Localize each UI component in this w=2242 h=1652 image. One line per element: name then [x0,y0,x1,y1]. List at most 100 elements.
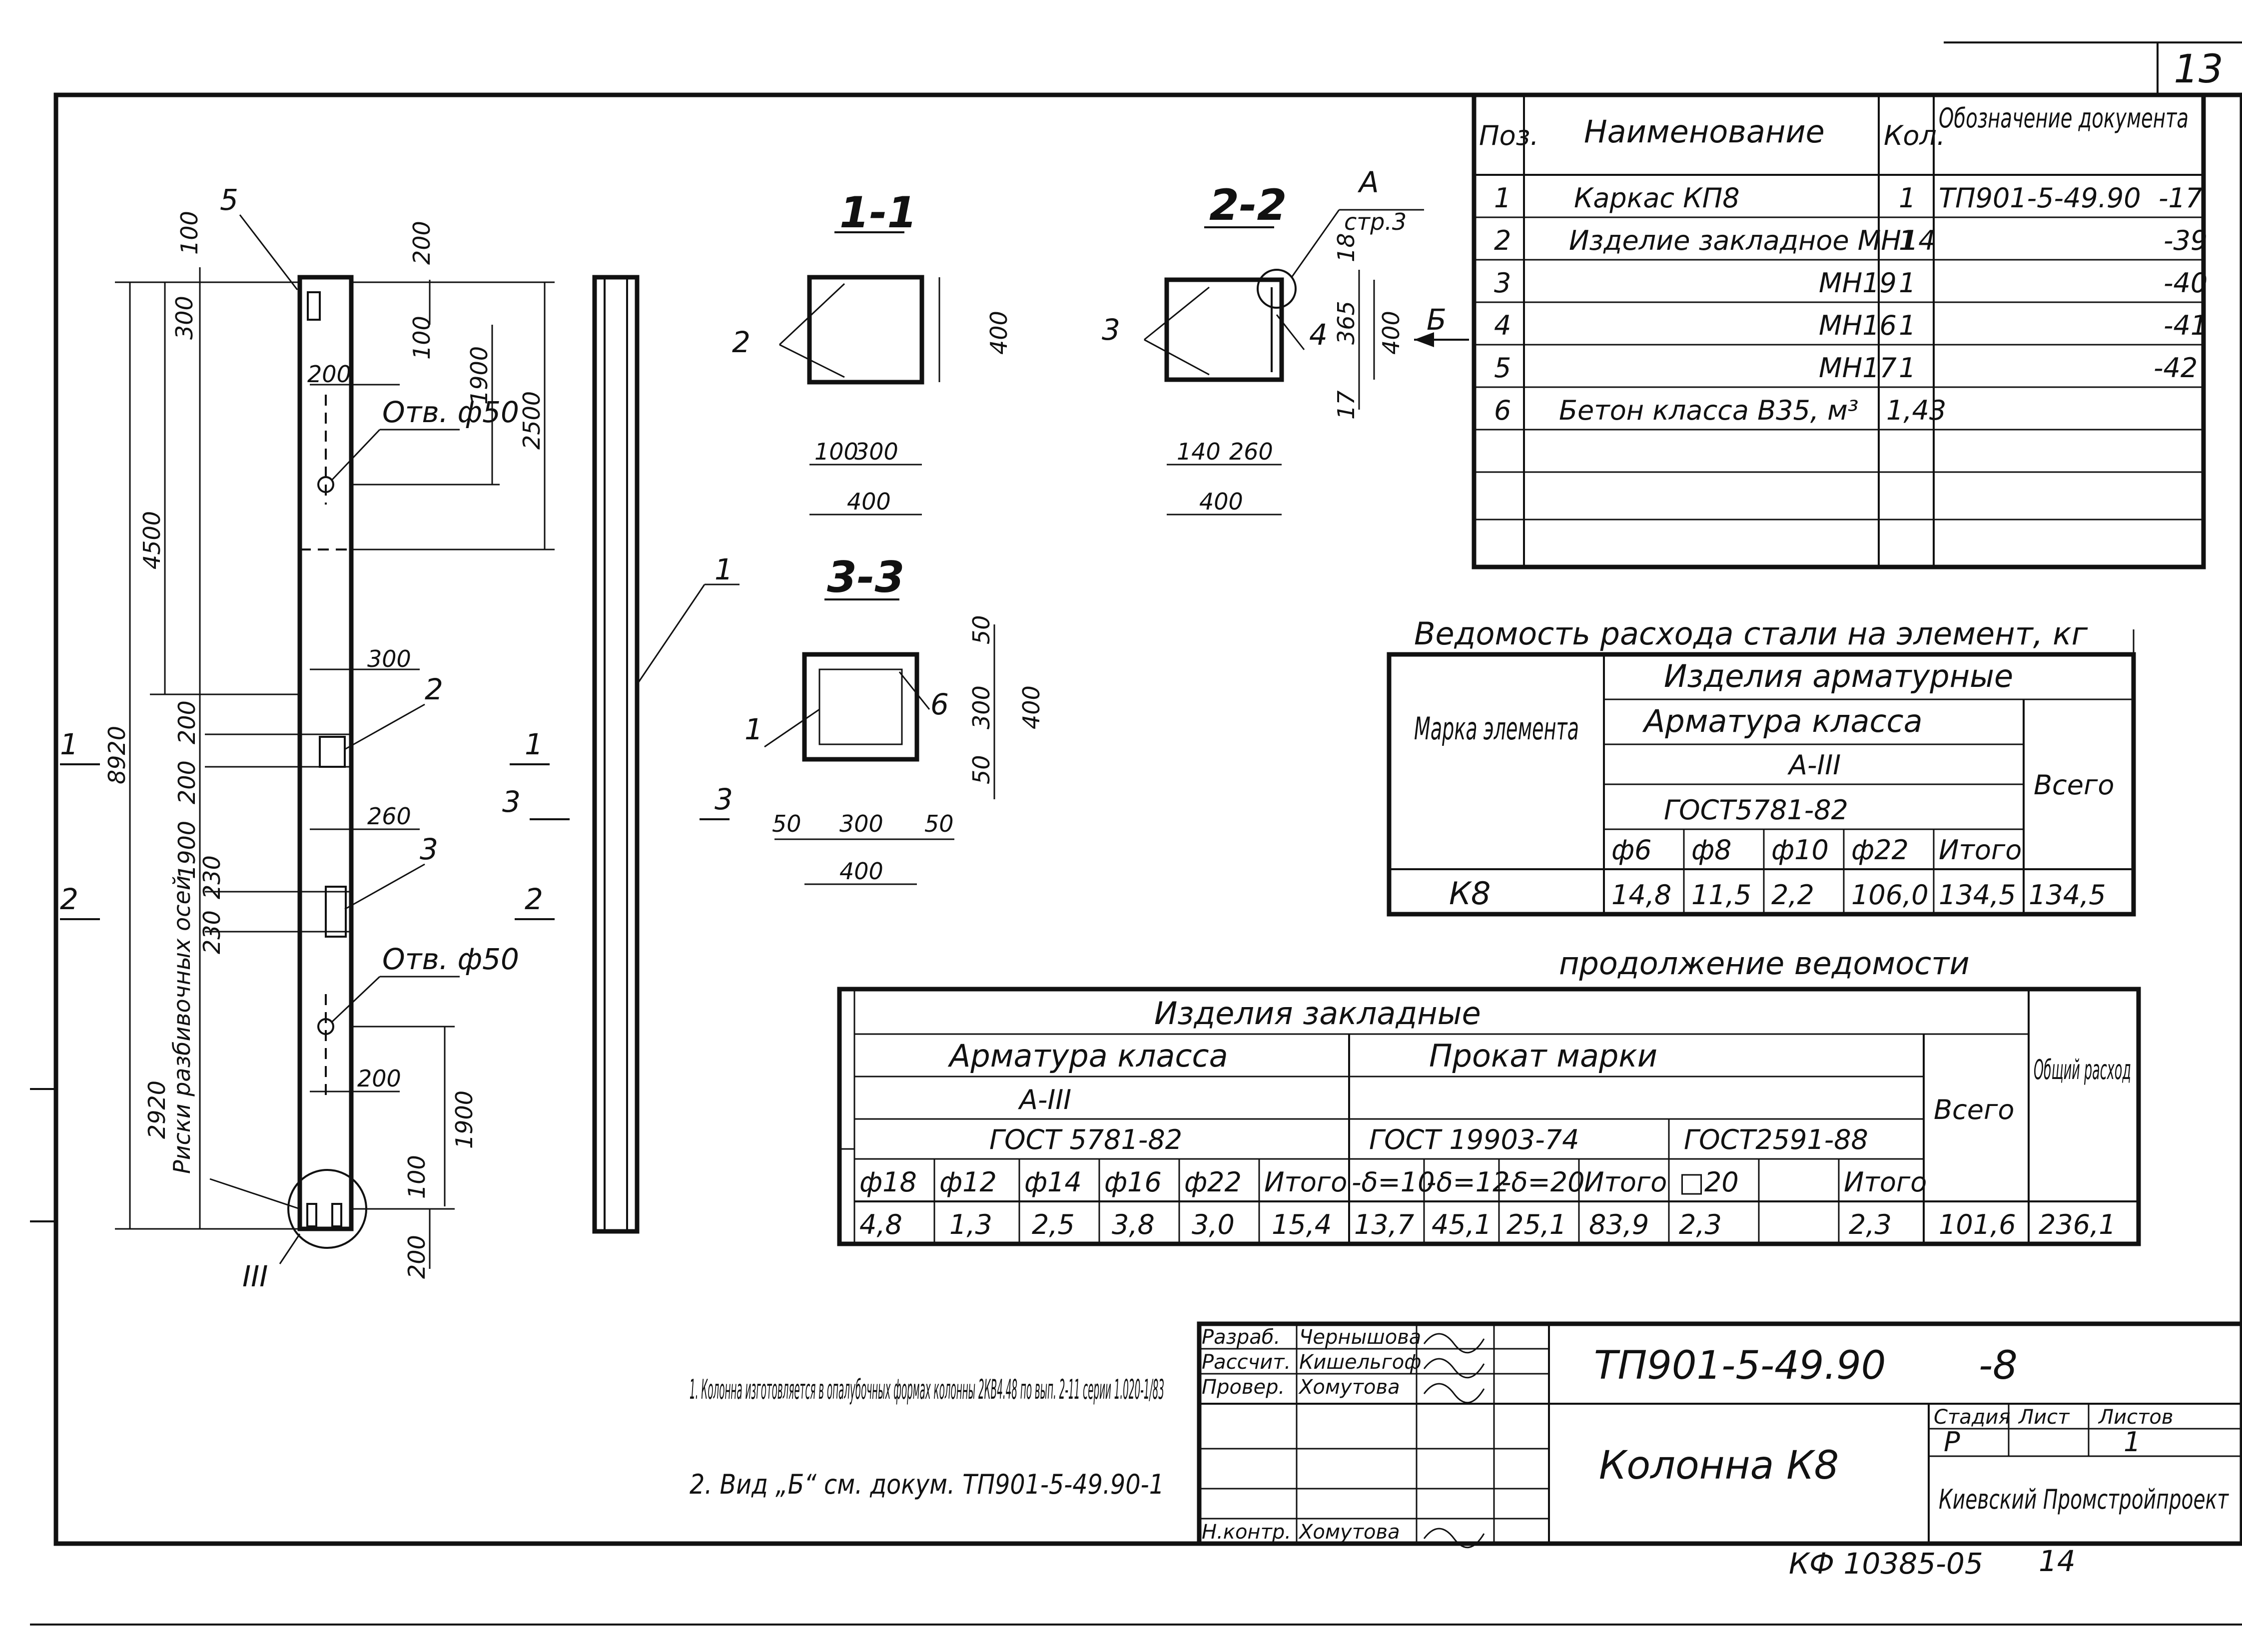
steel-mark-header: Марка элемента [1414,710,1579,747]
cont-general: 236,1 [2039,1209,2116,1240]
dim-260-embed: 260 [367,803,411,830]
cont-col-h10: Итого [1584,1166,1667,1198]
continuation-table: продолжение ведомости Изделия закладные … [837,945,2141,1246]
steel-row-v1: 14,8 [1611,879,1671,911]
column-side-view: 1 [592,275,740,1234]
steel-row-total: 134,5 [2029,879,2106,911]
detail-mark: III [242,1259,268,1293]
note-1: 1. Колонна изготовляется в опалубочных ф… [690,1374,1164,1405]
cont-col-h6: Итого [1264,1166,1347,1198]
dim-200-a: 200 [173,700,200,744]
cont-general-header: Общий расход [2034,1054,2131,1086]
spec-r5-qty: 1 [1899,352,1916,384]
s33-dim-50-right: 50 [924,810,954,837]
dim-2920: 2920 [143,1081,170,1139]
s11-dim-300: 300 [854,438,898,465]
cont-arm-gost: ГОСТ 5781-82 [989,1124,1182,1155]
cont-v-6: 15,4 [1272,1209,1332,1240]
steel-col-h4: ф22 [1851,834,1909,866]
cont-v-7: 13,7 [1354,1209,1414,1240]
steel-col-h3: ф10 [1771,834,1829,866]
dim-300-embed: 300 [367,645,411,672]
cont-col-h3: ф14 [1024,1166,1082,1198]
axis-label-leader [209,1178,300,1210]
spec-table: Поз. Наименование Кол. Обозначение докум… [1472,92,2208,569]
callout-1: 1 [715,552,733,586]
s33-dim-300-h: 300 [839,810,883,837]
spec-r4-pos: 4 [1494,310,1511,341]
tb-stage: Р [1944,1426,1960,1458]
callout-5-leader [239,214,298,290]
cut-2-right-label: 2 [525,882,543,916]
spec-r1-name: Каркас КП8 [1574,182,1740,214]
callout-1-leader [636,584,706,685]
steel-gost: ГОСТ5781-82 [1664,794,1848,826]
s22-dim-400-h: 400 [1199,488,1243,515]
steel-subgroup: Арматура класса [1642,703,1923,739]
steel-col-h1: ф6 [1611,834,1652,866]
dim-200-b: 200 [173,760,200,804]
tb-doc-code: ТП901-5-49.90 [1594,1343,1886,1388]
dim-100-top: 100 [176,211,203,255]
spec-hdr-qty: Кол. [1884,120,1945,151]
sheet-number: 13 [2174,47,2223,92]
callout-1-s33 [764,708,820,748]
cut-1-left-label: 1 [60,727,78,761]
dim-300-top: 300 [171,296,198,340]
callout-2-leader [344,703,425,750]
dim-230-a: 230 [198,855,225,899]
tb-name-6: Хомутова [1298,1521,1400,1544]
section-3-3-callout-6: 6 [930,687,949,721]
s33-dim-400-v: 400 [1018,685,1045,729]
tb-name-1: Чернышова [1299,1326,1421,1349]
s22-dim-365: 365 [1333,301,1360,345]
dim-1900-mid: 1900 [173,821,200,879]
spec-r6-name: Бетон класса В35, м³ [1559,395,1859,426]
cut-1-right-label: 1 [525,727,543,761]
section-3-3-outline [802,652,919,762]
tb-name-2: Кишельгоф [1299,1351,1421,1374]
cont-col-h1: ф18 [859,1166,917,1198]
detail-a-page: стр.3 [1344,208,1407,235]
side-outline [592,275,640,1234]
dim-2500: 2500 [518,391,545,450]
cont-gost3: ГОСТ2591-88 [1684,1124,1868,1155]
dim-8920: 8920 [103,726,130,784]
steel-group: Изделия арматурные [1664,658,2013,694]
spec-r3-suffix: -40 [2164,267,2208,299]
column-elevation: III 100 300 200 100 1900 2500 200 45 [60,183,733,1293]
spec-r2-pos: 2 [1494,225,1511,256]
s22-dim-400: 400 [1378,311,1405,355]
dim-200-hole: 200 [307,361,351,388]
cont-v-11: 2,3 [1679,1209,1722,1240]
detail-a-circle [1257,269,1297,309]
callout-3-s22-b [1144,339,1210,376]
cont-v-13: 2,3 [1849,1209,1892,1240]
tb-org: Киевский Промстройпроект [1939,1484,2229,1515]
spec-r2-qty: 1 [1899,225,1916,256]
footer-page: 14 [2039,1544,2076,1578]
spec-r4-qty: 1 [1899,310,1916,341]
dim-100-topright: 100 [408,316,435,360]
note-2: 2. Вид „Б“ см. докум. ТП901-5-49.90-1 [690,1469,1164,1500]
callout-3-leader [344,863,425,910]
s33-dim-50-bottom: 50 [968,755,995,784]
steel-table-frame [1387,652,2136,917]
embed-5 [307,291,321,321]
section-3-3: 3-3 1 6 50 300 400 50 50 300 50 400 [745,552,1045,885]
detail-leader [279,1233,301,1264]
spec-r4-name: МН16 [1819,310,1897,341]
callout-4-leader [1276,314,1305,350]
cont-arm-class: А-III [1018,1084,1071,1115]
dim-200-topright: 200 [408,221,435,265]
dim-230-b: 230 [198,910,225,954]
tb-role-1: Разраб. [1202,1326,1280,1349]
spec-r6-pos: 6 [1494,395,1511,426]
tb-role-6: Н.контр. [1202,1521,1291,1544]
axis-label: Риски разбивочных осей [168,875,195,1174]
cont-total-header: Всего [1934,1094,2014,1125]
spec-r5-pos: 5 [1494,352,1511,384]
steel-table-title: Ведомость расхода стали на элемент, кг [1414,615,2088,652]
cont-col-h4: ф16 [1104,1166,1162,1198]
spec-r6-qty: 1,43 [1886,395,1946,426]
